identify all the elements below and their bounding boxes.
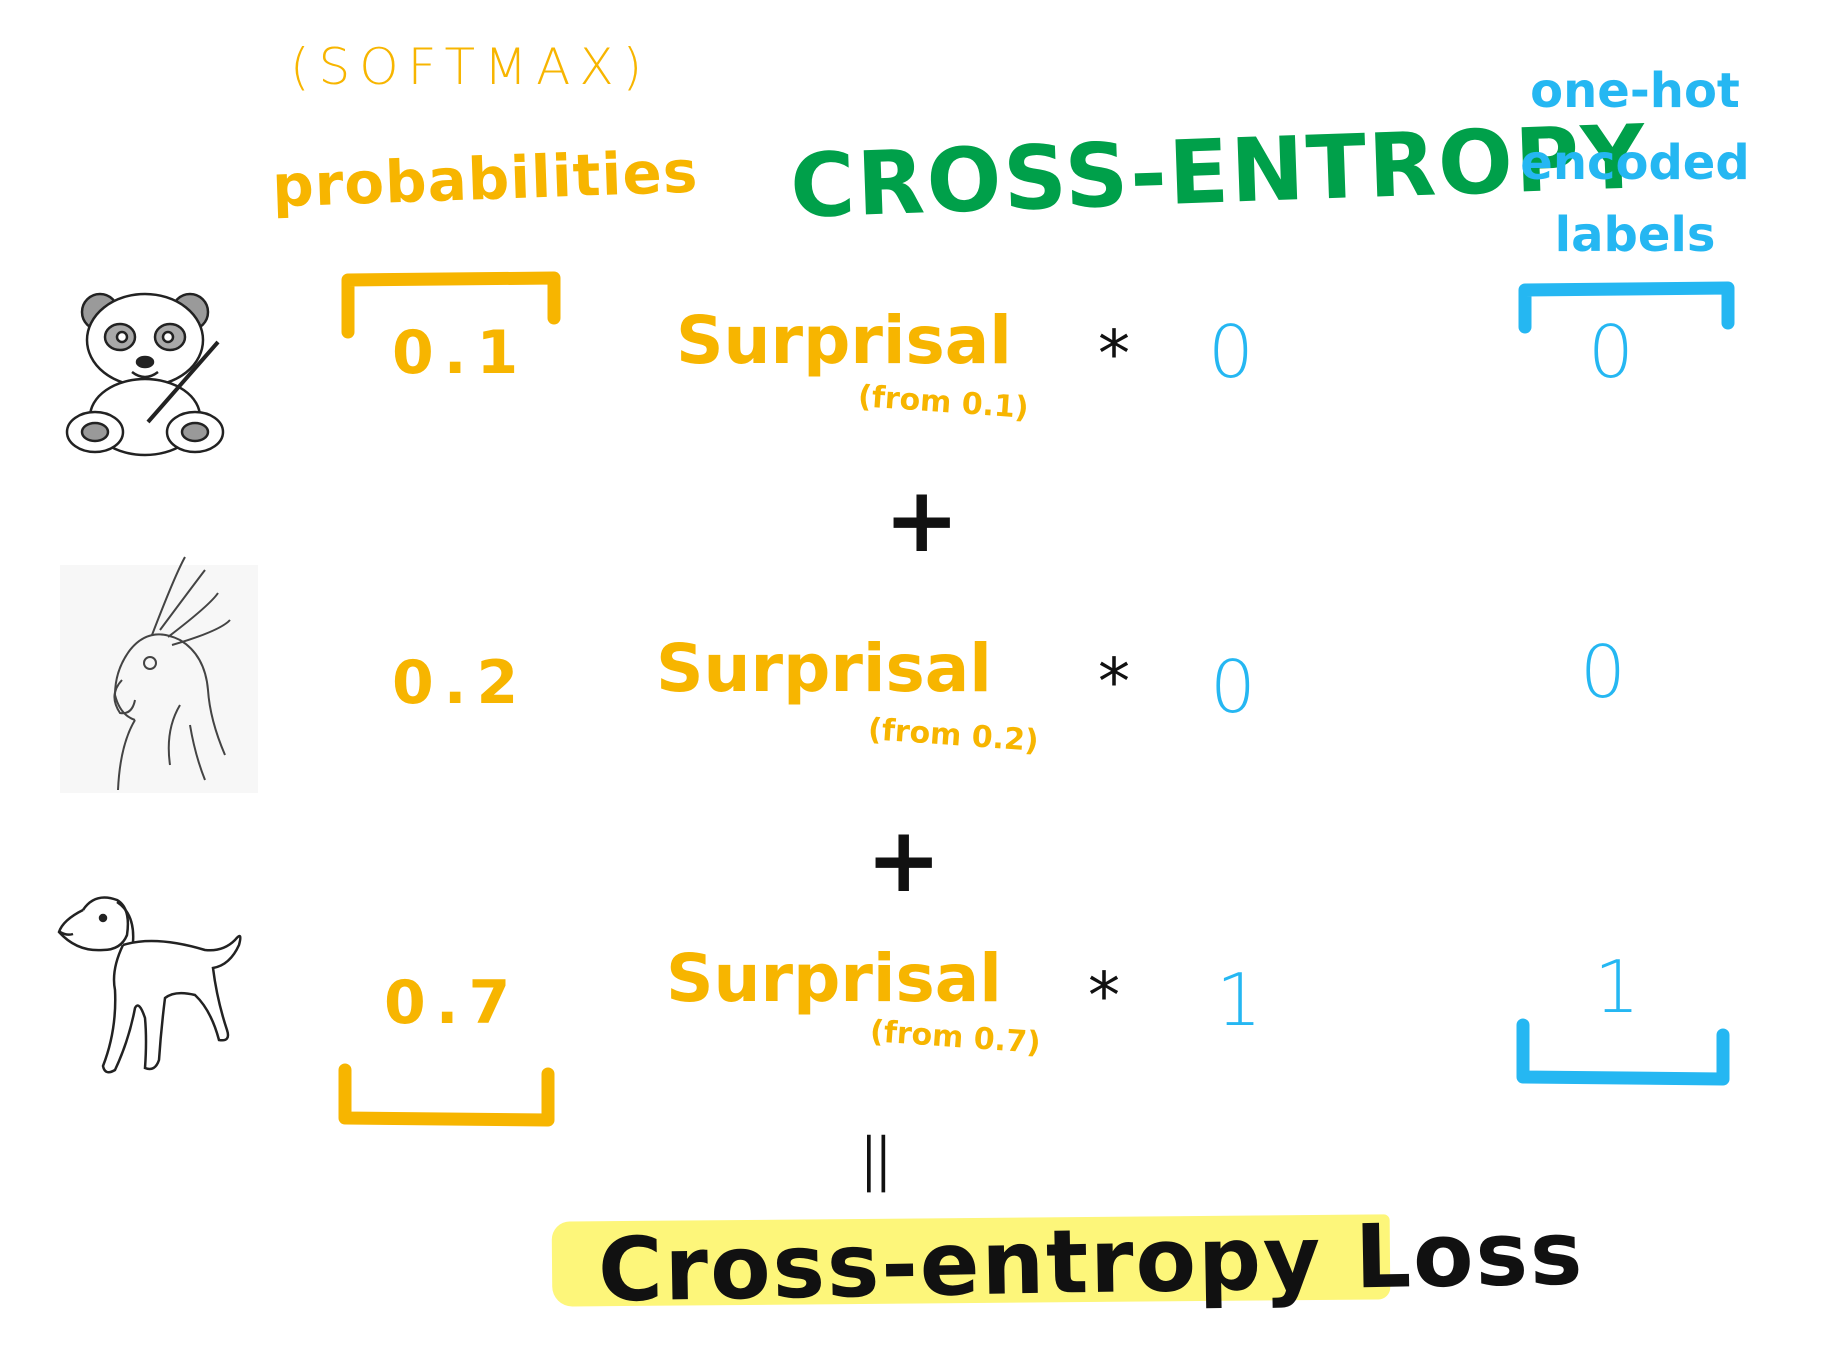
plus-sign: + (866, 808, 942, 913)
label-in-sum: 1 (1216, 958, 1262, 1042)
panda-icon (65, 292, 225, 457)
multiply-sign: * (1098, 646, 1130, 720)
labels-title-line: encoded (1520, 135, 1750, 191)
surprisal-term: Surprisal (666, 940, 1002, 1017)
plus-sign: + (884, 468, 960, 573)
label-in-sum: 0 (1208, 310, 1254, 394)
surprisal-note: (from 0.7) (868, 1014, 1042, 1061)
dog-icon (57, 896, 242, 1074)
cockatoo-icon (60, 556, 258, 793)
surprisal-note: (from 0.1) (856, 379, 1030, 426)
multiply-sign: * (1098, 318, 1130, 392)
labels-title-line: labels (1554, 207, 1716, 263)
cross-entropy-loss-text: Cross-entropy Loss (597, 1201, 1586, 1322)
probabilities-title: probabilities (270, 137, 700, 221)
multiply-sign: * (1088, 960, 1120, 1034)
surprisal-term: Surprisal (656, 630, 992, 707)
labels-title: one-hot encoded labels (1505, 55, 1765, 271)
probability-value: 0.1 (392, 318, 529, 388)
one-hot-label: 0 (1580, 630, 1626, 714)
surprisal-note: (from 0.2) (866, 712, 1040, 759)
label-in-sum: 0 (1210, 645, 1256, 729)
probability-bracket (338, 271, 561, 1127)
softmax-note: (SOFTMAX) (290, 38, 652, 96)
surprisal-term: Surprisal (676, 302, 1012, 379)
label-bracket (1516, 281, 1735, 1086)
probability-value: 0.7 (384, 968, 521, 1038)
one-hot-label: 1 (1594, 945, 1640, 1029)
probability-value: 0.2 (392, 648, 529, 718)
equals-sign: = (825, 1124, 933, 1203)
labels-title-line: one-hot (1530, 63, 1740, 119)
one-hot-label: 0 (1588, 310, 1634, 394)
